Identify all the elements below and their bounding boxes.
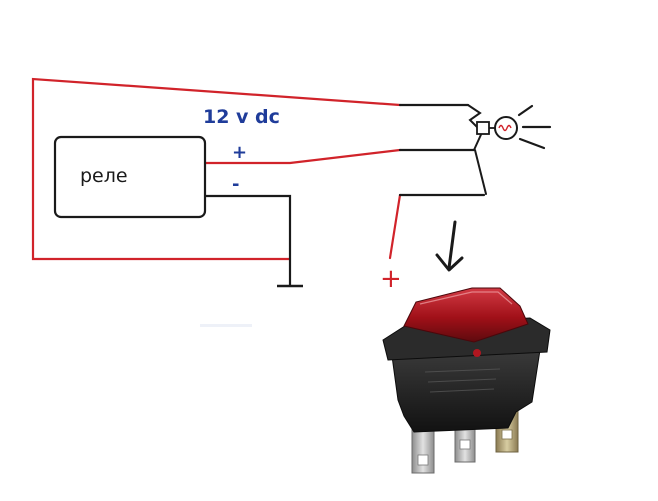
switch-rocker: [403, 287, 529, 343]
black-wire-minus: [203, 194, 292, 287]
relay-label: реле: [80, 165, 128, 187]
switch-indicator-dot: [473, 349, 481, 357]
switch-plus-label: +: [380, 264, 402, 294]
relay-box: [53, 135, 207, 219]
red-wire-loop: [31, 77, 402, 261]
switch-housing: [391, 349, 541, 433]
plus-label: +: [232, 142, 247, 163]
voltage-label: 12 v dc: [203, 106, 280, 128]
lamp-icon: [494, 104, 552, 150]
rocker-switch-icon: [382, 287, 551, 474]
red-wire-plus: [203, 148, 402, 165]
arrow-down-icon: [435, 220, 464, 272]
black-wires: [203, 103, 486, 287]
faint-mark: [200, 324, 252, 327]
red-wire-switch: [388, 193, 402, 260]
minus-label: -: [232, 174, 239, 195]
red-wires: [31, 77, 402, 261]
contact-block: [476, 121, 490, 135]
